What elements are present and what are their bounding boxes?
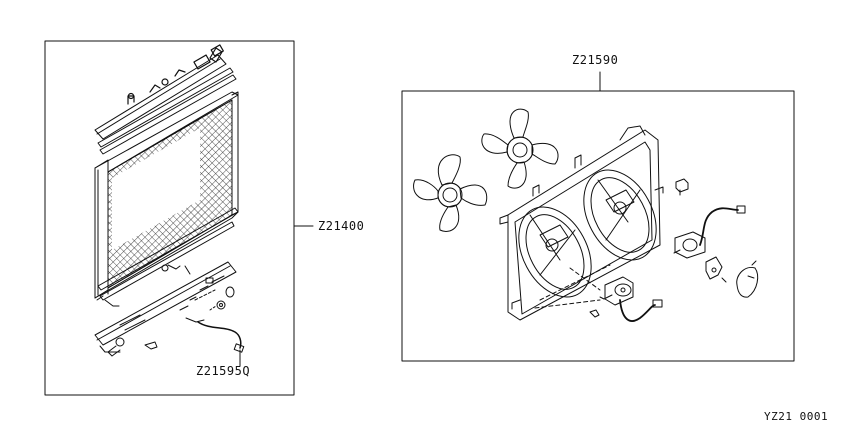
wire-harness-icon: [185, 275, 245, 353]
fan-shroud-icon: [499, 125, 664, 321]
fan-motor-icon: [589, 276, 634, 318]
fan-motor-icon: [673, 231, 706, 259]
radiator-panel-frame: [44, 40, 295, 396]
fan-panel-frame: [401, 90, 795, 362]
connector-icon: [675, 178, 689, 196]
bracket-icon: [705, 256, 727, 283]
fan-blade-icon: [413, 154, 488, 232]
hose-harness-label: Z21595Q: [196, 364, 251, 378]
fan-blade-icon: [481, 108, 559, 189]
radiator-kit-label: Z21400: [318, 219, 365, 233]
wire-harness-icon: [699, 205, 746, 246]
wire-harness-icon: [619, 299, 663, 322]
cap-icon: [736, 260, 759, 298]
fan-assembly-label: Z21590: [572, 53, 619, 67]
sheet-code-label: YZ21 0001: [764, 410, 829, 423]
radiator-icon: [94, 44, 239, 357]
